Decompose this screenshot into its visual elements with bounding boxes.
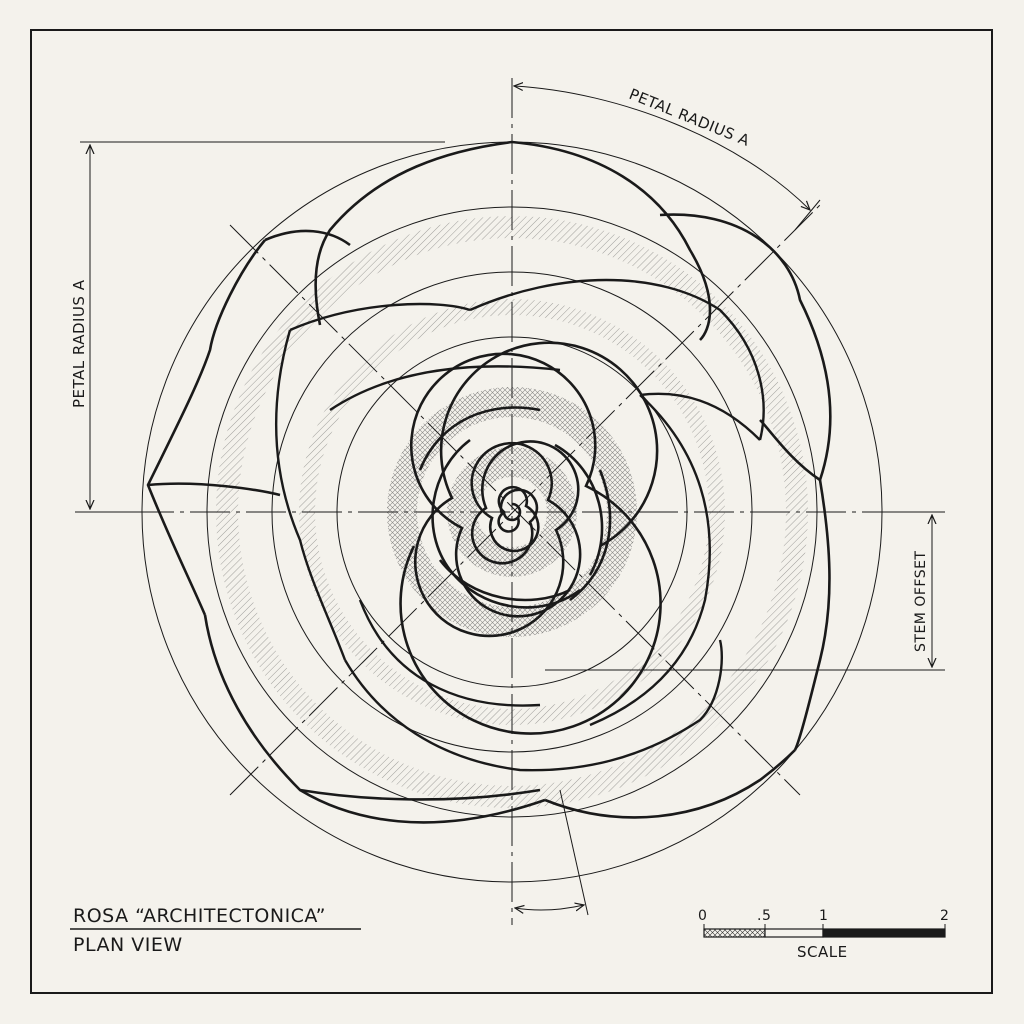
spiral-petals [399,341,662,735]
scale-bar: 0 .5 1 2 SCALE [698,908,949,961]
dimension-bottom-arc [515,905,584,910]
scale-tick-2: 2 [940,908,949,924]
scale-tick-0: 0 [698,908,707,924]
title-block: ROSA “ARCHITECTONICA” PLAN VIEW [70,905,361,956]
dimension-right-vertical: STEM OFFSET [913,515,932,667]
dimension-left-vertical: PETAL RADIUS A [70,145,90,509]
dimension-label-left: PETAL RADIUS A [70,279,88,408]
drawing-border [30,29,993,994]
dimension-label-right: STEM OFFSET [913,551,929,652]
scale-label: SCALE [797,943,848,961]
drawing-subtitle: PLAN VIEW [73,934,183,956]
middle-petals [274,278,765,772]
scale-tick-1: 1 [819,908,828,924]
scale-tick-half: .5 [757,908,771,924]
petal-shading [216,216,808,808]
drawing-title: ROSA “ARCHITECTONICA” [73,905,326,927]
leader-lines [75,78,945,916]
dimension-top-arc: PETAL RADIUS A [514,85,821,231]
dimension-label-top: PETAL RADIUS A [627,85,753,150]
